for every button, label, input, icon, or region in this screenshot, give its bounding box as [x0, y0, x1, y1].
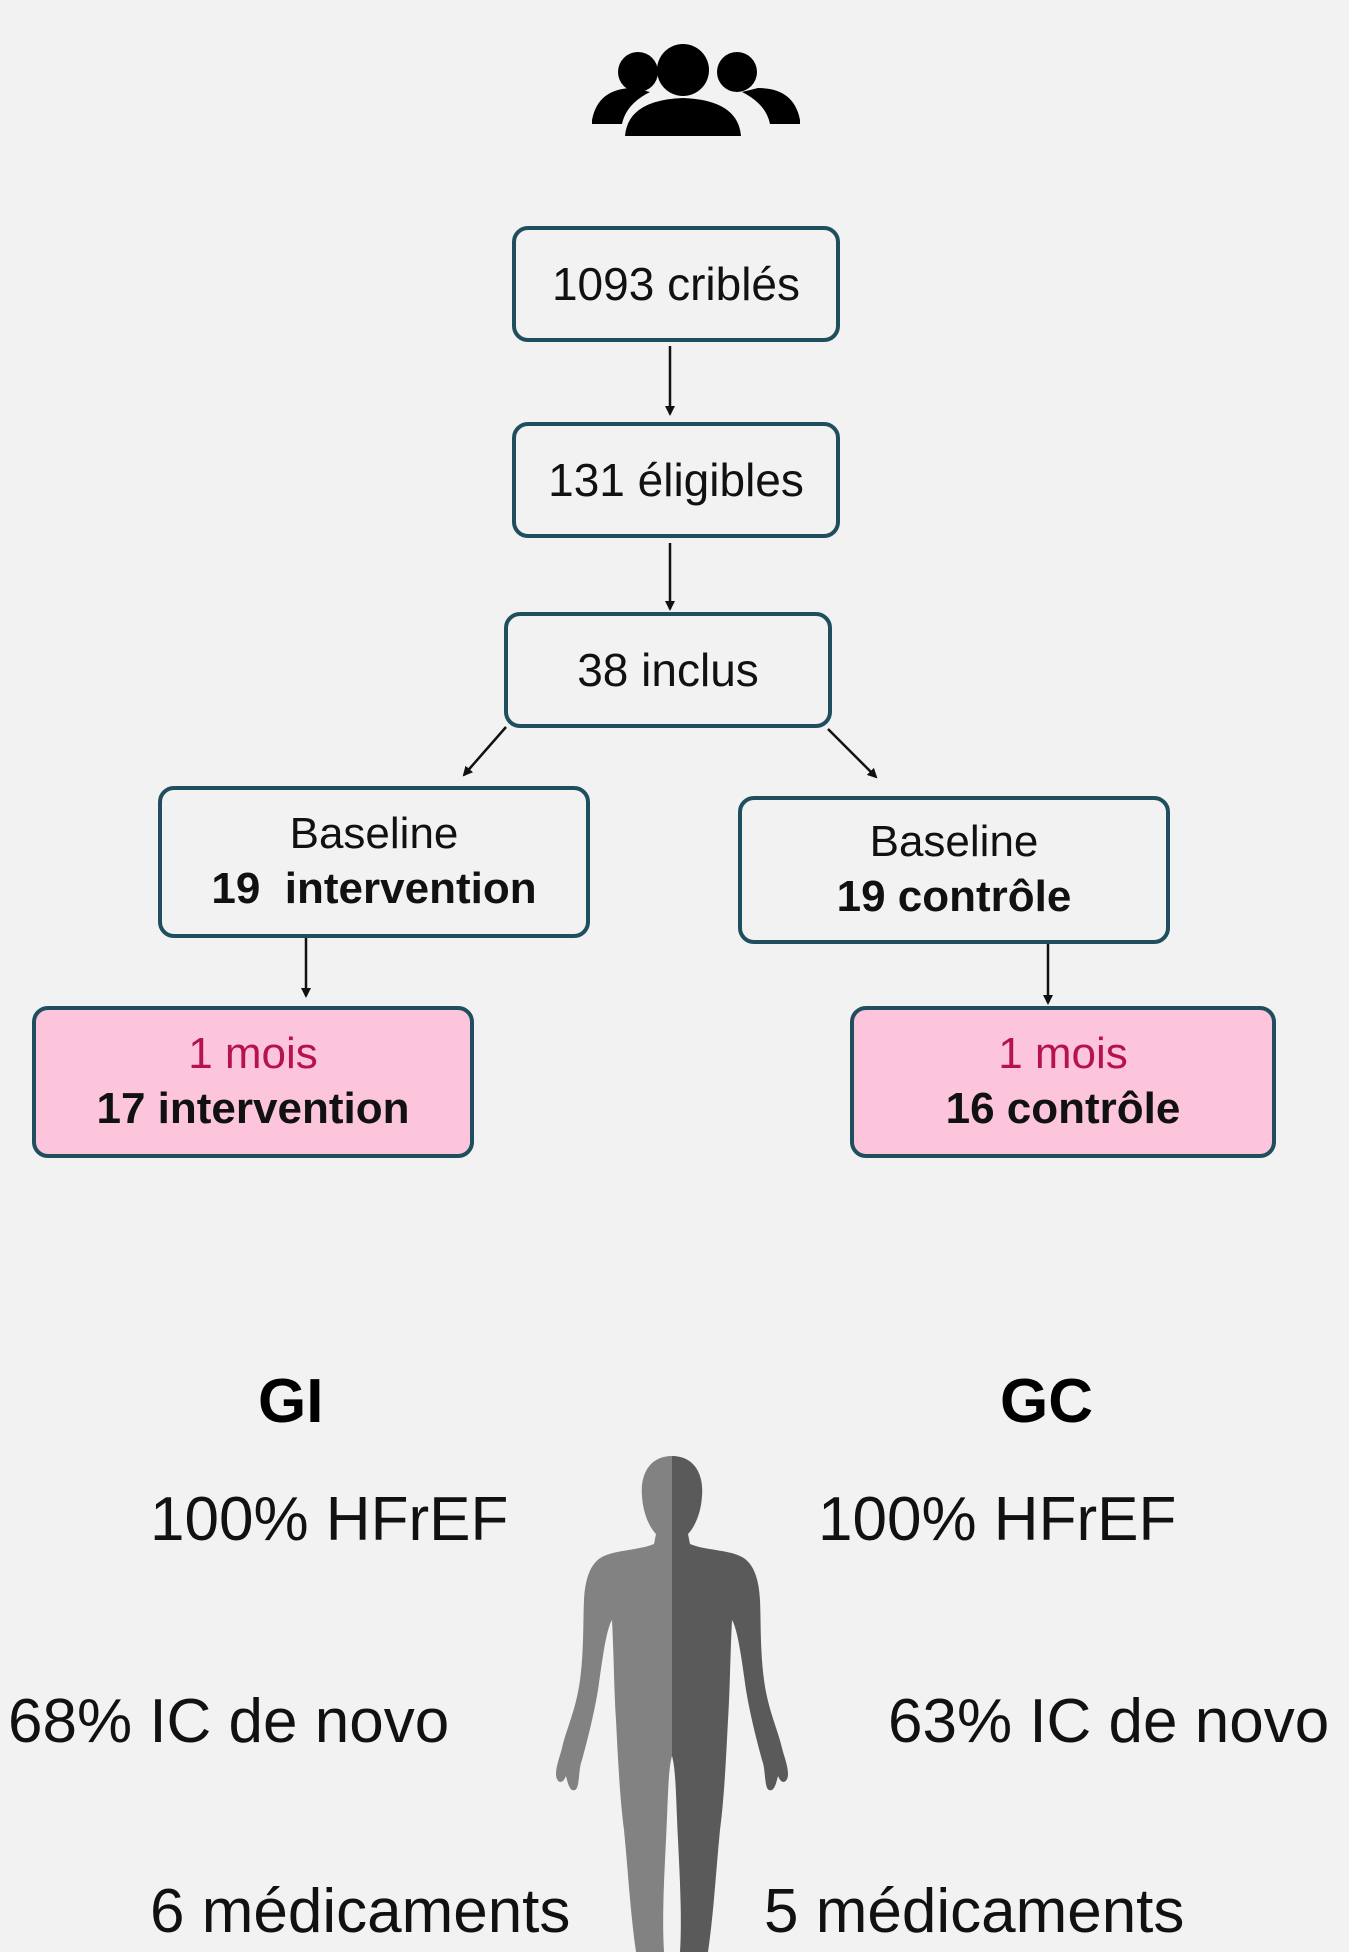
gi-stat-medications: 6 médicaments: [150, 1877, 571, 1946]
followup-control-box: 1 mois 16 contrôle: [850, 1006, 1276, 1158]
gc-stat-hfref: 100% HFrEF: [818, 1485, 1177, 1554]
baseline-control-box: Baseline 19 contrôle: [738, 796, 1170, 944]
followup-control-label: 1 mois: [998, 1029, 1128, 1079]
eligible-text: 131 éligibles: [548, 453, 804, 506]
followup-intervention-count: 17 intervention: [96, 1083, 410, 1133]
followup-control-count: 16 contrôle: [945, 1083, 1181, 1133]
group-gc-title: GC: [1000, 1367, 1093, 1436]
gc-stat-medications: 5 médicaments: [764, 1877, 1185, 1946]
screened-text: 1093 criblés: [551, 257, 801, 310]
gc-stat-ic-de-novo: 63% IC de novo: [888, 1687, 1330, 1756]
baseline-intervention-count: 19 intervention: [211, 863, 537, 913]
group-gi-title: GI: [258, 1367, 324, 1436]
included-box: 38 inclus: [504, 612, 832, 728]
baseline-control-label: Baseline: [869, 817, 1039, 867]
followup-intervention-label: 1 mois: [188, 1029, 318, 1079]
eligible-box: 131 éligibles: [512, 422, 840, 538]
baseline-control-count: 19 contrôle: [836, 871, 1072, 921]
baseline-intervention-label: Baseline: [289, 809, 459, 859]
baseline-intervention-box: Baseline 19 intervention: [158, 786, 590, 938]
gi-stat-ic-de-novo: 68% IC de novo: [8, 1687, 450, 1756]
gi-stat-hfref: 100% HFrEF: [150, 1485, 509, 1554]
screened-box: 1093 criblés: [512, 226, 840, 342]
followup-intervention-box: 1 mois 17 intervention: [32, 1006, 474, 1158]
included-text: 38 inclus: [577, 643, 759, 696]
